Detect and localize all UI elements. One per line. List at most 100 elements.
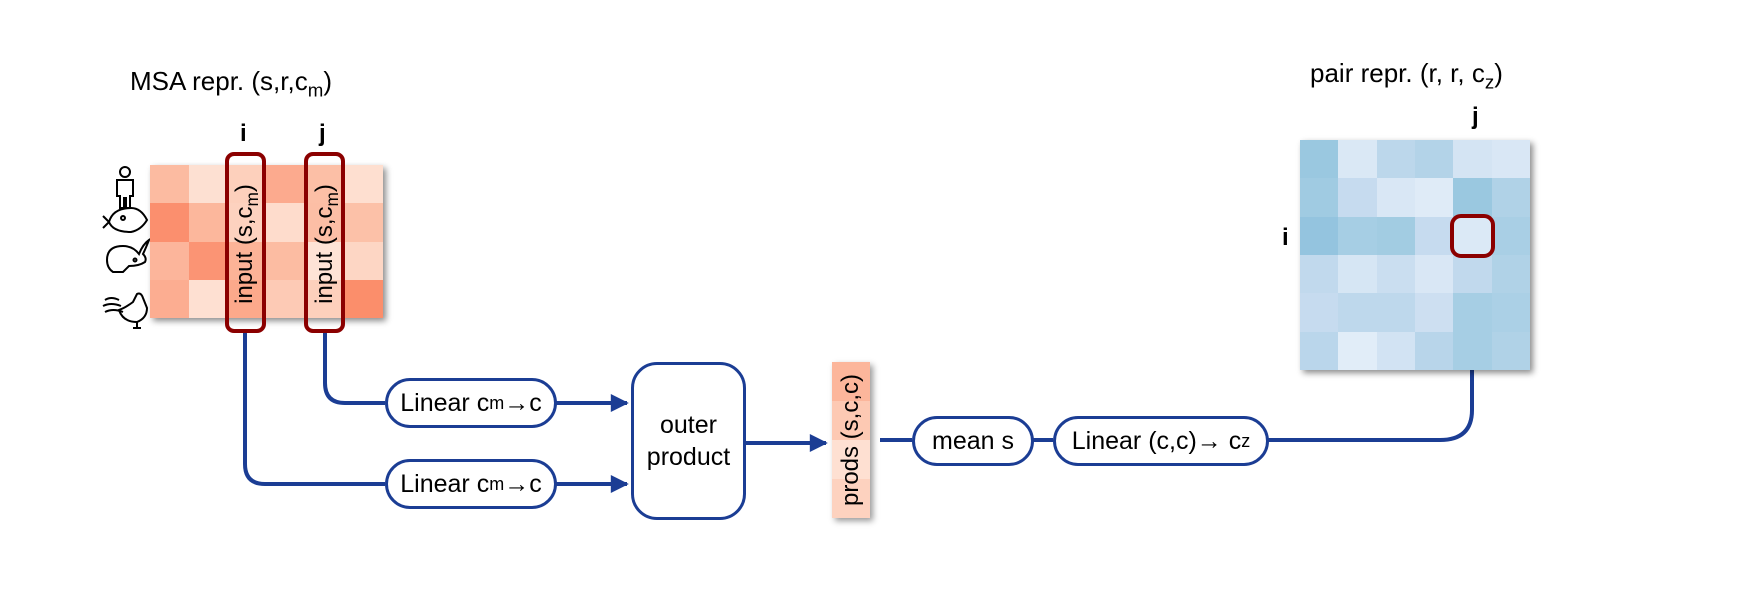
msa-cell <box>305 279 345 318</box>
outer-product-line1: outer <box>660 410 717 439</box>
msa-cell <box>305 165 345 204</box>
msa-cell <box>344 241 383 280</box>
pair-cell <box>1491 293 1530 332</box>
pair-cell <box>1453 140 1492 179</box>
msa-cell <box>188 165 228 204</box>
rooster-icon <box>102 292 149 329</box>
msa-cell <box>344 165 383 204</box>
linear-2-text: Linear c <box>400 469 490 498</box>
pair-title-text: pair repr. (r, r, c <box>1310 58 1485 88</box>
msa-cell <box>344 203 383 242</box>
msa-title: MSA repr. (s,r,cm) <box>130 66 332 99</box>
msa-cell <box>266 241 306 280</box>
arrow-linear-cz-to-pair <box>1268 260 1481 442</box>
pair-cell <box>1338 293 1377 332</box>
msa-title-text: MSA repr. (s,r,c <box>130 66 308 96</box>
pair-cell <box>1453 254 1492 294</box>
pair-cell <box>1414 254 1454 294</box>
pair-title-sub: z <box>1484 71 1495 93</box>
pair-cell <box>1300 216 1339 255</box>
msa-grid <box>150 165 383 318</box>
msa-cell <box>188 203 228 242</box>
pair-cell <box>1300 254 1339 294</box>
fish-icon <box>102 206 149 234</box>
connector-j-to-linear-1 <box>323 333 385 405</box>
pair-cell <box>1453 331 1492 370</box>
msa-cell <box>266 165 306 204</box>
pair-cell <box>1338 216 1377 255</box>
msa-cell <box>150 165 189 204</box>
pair-cell <box>1300 331 1339 370</box>
prods-cell <box>832 479 870 518</box>
linear-cz-text: Linear (c,c)→ c <box>1071 426 1242 455</box>
msa-cell <box>150 241 189 280</box>
pair-title: pair repr. (r, r, cz) <box>1310 58 1503 91</box>
msa-cell <box>227 241 267 280</box>
msa-cell <box>150 279 189 318</box>
msa-title-end: ) <box>323 66 332 96</box>
pair-cell <box>1414 293 1454 332</box>
msa-cell <box>266 279 306 318</box>
pair-col-j-label: j <box>1472 103 1479 130</box>
prods-cell <box>832 362 870 401</box>
pair-cell <box>1376 140 1415 179</box>
msa-cell <box>188 279 228 318</box>
msa-column-i-highlight[interactable] <box>225 152 266 333</box>
pair-grid <box>1300 140 1530 370</box>
msa-cell <box>227 203 267 242</box>
species-icons <box>102 166 152 329</box>
pair-cell <box>1300 178 1339 217</box>
person-icon <box>116 166 134 209</box>
pair-cell <box>1414 331 1454 370</box>
pair-cell <box>1300 140 1339 179</box>
linear-1-text: Linear c <box>400 388 490 417</box>
prods-cell <box>832 401 870 440</box>
linear-1-end: →c <box>504 388 542 417</box>
pair-cell <box>1300 293 1339 332</box>
msa-cell <box>188 241 228 280</box>
pair-cell <box>1491 331 1530 370</box>
pair-cell <box>1338 140 1377 179</box>
pair-cell <box>1376 331 1415 370</box>
msa-cell <box>344 279 383 318</box>
mean-s-text: mean s <box>932 426 1014 455</box>
pair-cell <box>1491 178 1530 217</box>
msa-cell <box>305 203 345 242</box>
prods-bar <box>832 362 870 518</box>
pair-cell <box>1414 140 1454 179</box>
msa-cell <box>305 241 345 280</box>
connector-i-to-linear-2 <box>243 333 385 486</box>
linear-2-end: →c <box>504 469 542 498</box>
pair-cell <box>1338 331 1377 370</box>
pair-cell <box>1453 293 1492 332</box>
rabbit-icon <box>105 237 152 273</box>
pair-cell <box>1376 216 1415 255</box>
prods-label: prods (s,c,c) <box>837 373 864 507</box>
msa-column-j-highlight[interactable] <box>304 152 345 333</box>
pair-cell <box>1376 254 1415 294</box>
pair-cell-highlight[interactable] <box>1450 213 1495 258</box>
pair-cell <box>1376 293 1415 332</box>
outer-product-box[interactable]: outer product <box>631 362 746 520</box>
msa-col-j-label: j <box>319 120 326 147</box>
prods-cell <box>832 440 870 479</box>
msa-cell <box>266 203 306 242</box>
pair-cell <box>1338 254 1377 294</box>
pair-cell <box>1338 178 1377 217</box>
pair-cell <box>1491 140 1530 179</box>
mean-s-pill[interactable]: mean s <box>912 416 1034 466</box>
msa-cell <box>150 203 189 242</box>
outer-product-line2: product <box>646 443 731 471</box>
pair-cell <box>1376 178 1415 217</box>
msa-cell <box>227 279 267 318</box>
pair-cell <box>1414 216 1454 255</box>
msa-title-sub: m <box>307 79 324 101</box>
pair-cell <box>1453 178 1492 217</box>
msa-col-i-label: i <box>240 120 247 147</box>
pair-cell <box>1414 178 1454 217</box>
pair-row-i-label: i <box>1282 224 1289 251</box>
